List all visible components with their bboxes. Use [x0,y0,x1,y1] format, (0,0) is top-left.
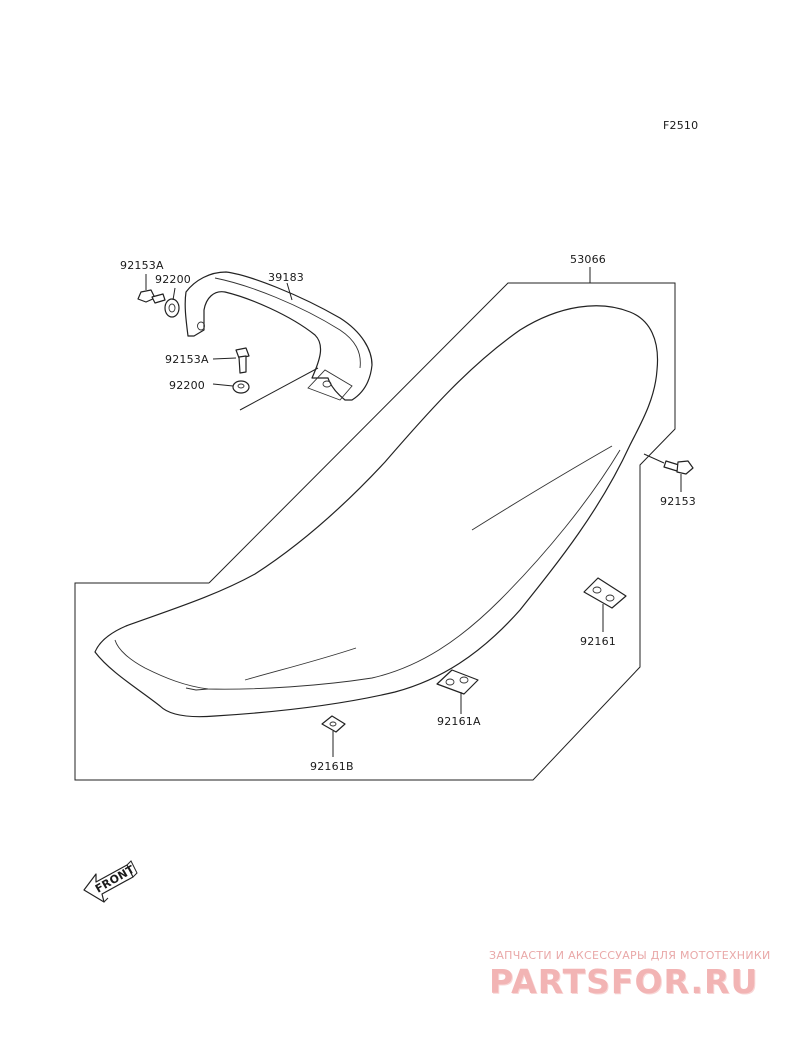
washer-92200-mid [232,380,250,394]
label-39183: 39183 [268,271,304,284]
clip-92161a [436,669,479,695]
label-92153a-top: 92153A [120,259,164,272]
label-53066: 53066 [570,253,606,266]
grab-strap-39183 [184,271,373,401]
label-92153a-mid: 92153A [165,353,209,366]
label-92153: 92153 [660,495,696,508]
label-92200-mid: 92200 [169,379,205,392]
bolt-92153 [663,460,694,475]
bolt-92153a-mid [235,347,250,374]
assembly-frame [74,282,676,781]
label-92161a: 92161A [437,715,481,728]
watermark-tagline: ЗАПЧАСТИ И АКСЕССУАРЫ ДЛЯ МОТОТЕХНИКИ [489,949,771,962]
label-92200-top: 92200 [155,273,191,286]
label-92161: 92161 [580,635,616,648]
watermark-logo: PARTSFOR.RU [489,962,759,1001]
washer-92200-top [164,298,180,318]
clip-92161 [583,577,627,609]
diagram-code: F2510 [663,119,698,132]
front-arrow-label: FRONT [93,863,137,896]
front-arrow-icon: FRONT [83,860,138,903]
label-92161b: 92161B [310,760,354,773]
bolt-92153a-top [137,289,166,304]
clip-92161b [321,715,346,733]
seat-53066 [94,305,659,718]
leader-lines [145,267,682,757]
